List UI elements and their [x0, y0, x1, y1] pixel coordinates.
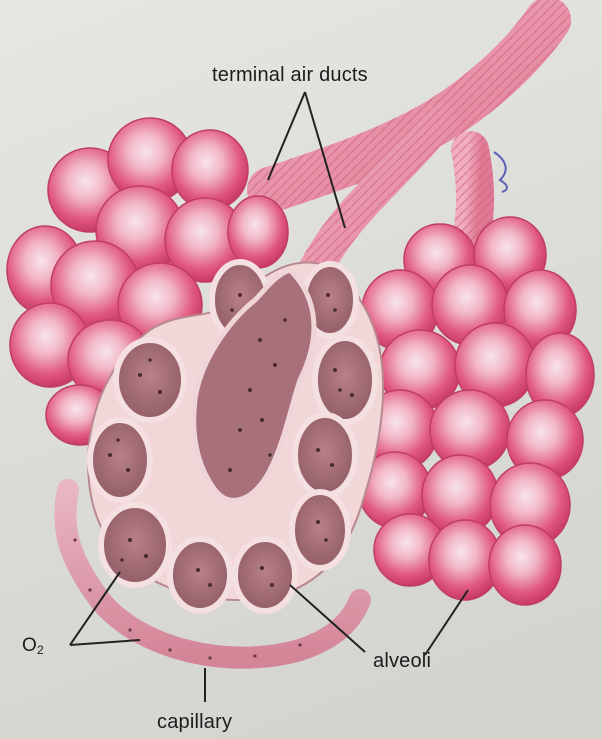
alveoli-label: alveoli [373, 650, 431, 673]
oxygen-label-subscript: 2 [37, 643, 44, 657]
oxygen-label: O2 [22, 635, 44, 657]
alveoli-leader-right [425, 590, 468, 655]
o2-leader-lower [70, 640, 140, 645]
oxygen-label-base: O [22, 635, 37, 656]
terminal-air-ducts-label: terminal air ducts [212, 64, 368, 87]
capillary-label: capillary [157, 711, 232, 734]
right-alveolar-sac [359, 217, 594, 605]
